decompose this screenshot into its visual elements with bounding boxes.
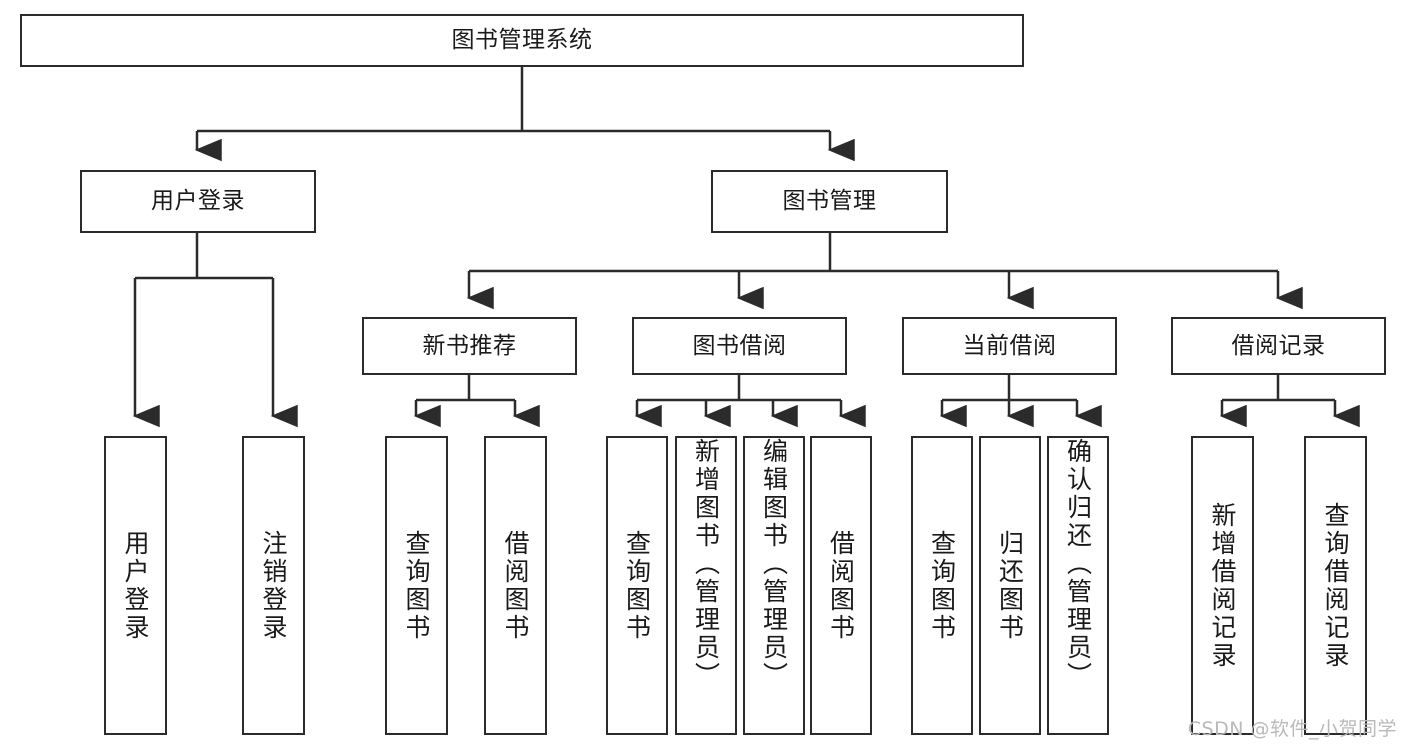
- node-leaf-query-record[interactable]: 查询借阅记录: [1304, 436, 1367, 735]
- node-leaf-user-logout[interactable]: 注销登录: [242, 436, 305, 735]
- node-book-manage-label: 图书管理: [782, 188, 877, 215]
- node-leaf-return-book-label: 归还图书: [995, 529, 1025, 642]
- node-leaf-user-login-label: 用户登录: [121, 529, 150, 642]
- node-root[interactable]: 图书管理系统: [20, 14, 1024, 67]
- node-leaf-query-book-2[interactable]: 查询图书: [606, 436, 668, 735]
- node-leaf-add-record-label: 新增借阅记录: [1208, 501, 1237, 670]
- node-user-login-label: 用户登录: [151, 188, 245, 215]
- node-book-borrow-label: 图书借阅: [692, 332, 787, 359]
- node-leaf-query-record-label: 查询借阅记录: [1321, 501, 1350, 670]
- node-leaf-edit-book-label: 编辑图书（管理员）: [759, 438, 789, 690]
- node-leaf-borrow-book-1[interactable]: 借阅图书: [484, 436, 547, 735]
- node-leaf-query-book-1[interactable]: 查询图书: [385, 436, 448, 735]
- node-leaf-confirm-return[interactable]: 确认归还（管理员）: [1047, 436, 1109, 735]
- node-leaf-borrow-book-1-label: 借阅图书: [501, 529, 530, 642]
- node-leaf-user-logout-label: 注销登录: [259, 529, 288, 642]
- node-current-borrow-label: 当前借阅: [962, 332, 1057, 359]
- node-book-borrow[interactable]: 图书借阅: [632, 317, 847, 375]
- node-root-label: 图书管理系统: [451, 27, 593, 54]
- node-leaf-add-record[interactable]: 新增借阅记录: [1191, 436, 1254, 735]
- node-leaf-confirm-return-label: 确认归还（管理员）: [1063, 438, 1093, 690]
- node-leaf-borrow-book-2-label: 借阅图书: [826, 529, 856, 642]
- node-leaf-query-book-3[interactable]: 查询图书: [911, 436, 973, 735]
- node-borrow-record-label: 借阅记录: [1231, 332, 1326, 359]
- node-leaf-query-book-2-label: 查询图书: [622, 529, 652, 642]
- node-leaf-add-book[interactable]: 新增图书（管理员）: [675, 436, 737, 735]
- node-leaf-query-book-1-label: 查询图书: [402, 529, 431, 642]
- node-borrow-record[interactable]: 借阅记录: [1171, 317, 1386, 375]
- node-leaf-user-login[interactable]: 用户登录: [104, 436, 167, 735]
- node-leaf-add-book-label: 新增图书（管理员）: [691, 438, 721, 690]
- node-leaf-return-book[interactable]: 归还图书: [979, 436, 1041, 735]
- watermark-text: CSDN @软件_小贺同学: [1187, 718, 1397, 740]
- node-new-book-recommend-label: 新书推荐: [422, 332, 517, 359]
- node-book-manage[interactable]: 图书管理: [711, 170, 948, 233]
- node-new-book-recommend[interactable]: 新书推荐: [362, 317, 577, 375]
- node-user-login[interactable]: 用户登录: [80, 170, 316, 233]
- node-leaf-borrow-book-2[interactable]: 借阅图书: [810, 436, 872, 735]
- node-leaf-edit-book[interactable]: 编辑图书（管理员）: [743, 436, 805, 735]
- node-current-borrow[interactable]: 当前借阅: [902, 317, 1117, 375]
- node-leaf-query-book-3-label: 查询图书: [927, 529, 957, 642]
